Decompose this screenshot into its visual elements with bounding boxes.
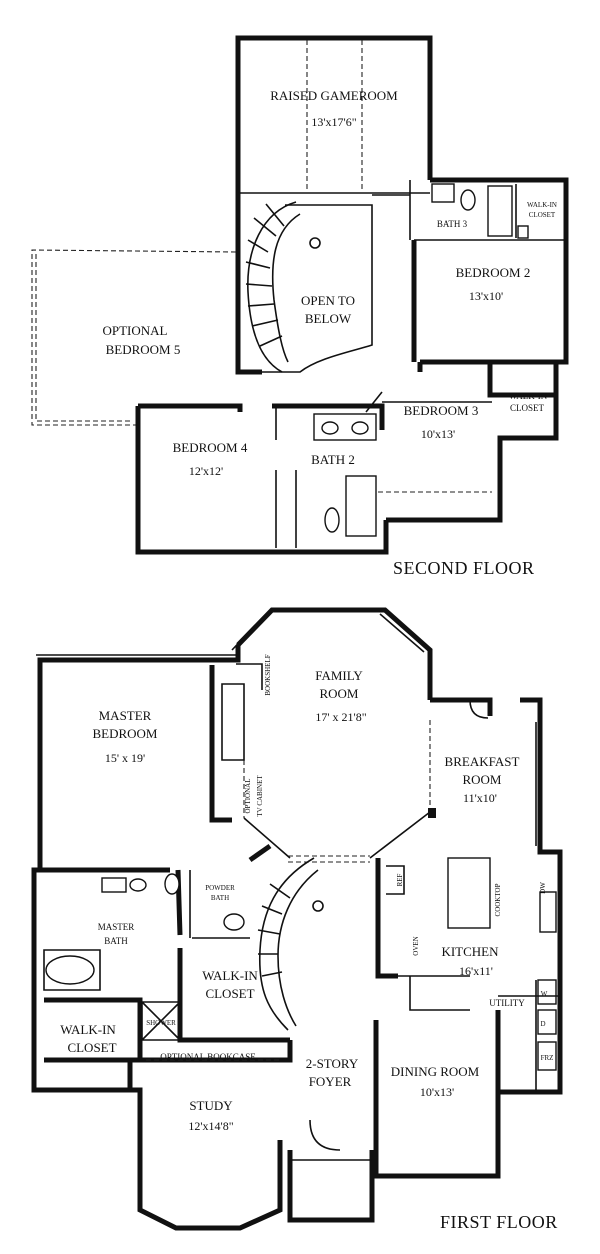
washer-label: W xyxy=(541,990,548,998)
study-dim: 12'x14'8" xyxy=(188,1119,233,1133)
tv-cabinet-label-2: TV CABINET xyxy=(256,775,264,817)
walkin-master-label-2: CLOSET xyxy=(205,986,254,1001)
family-room-label-2: ROOM xyxy=(319,686,358,701)
walkin-b3-label-2: CLOSET xyxy=(510,403,545,413)
second-floor-plan: RAISED GAMEROOM 13'x17'6" BATH 3 WALK-IN… xyxy=(31,35,569,578)
bedroom3-label: BEDROOM 3 xyxy=(404,403,479,418)
powder-label-2: BATH xyxy=(211,894,229,902)
shower-label: SHOWER xyxy=(146,1019,176,1027)
bookshelf-label: BOOKSHELF xyxy=(264,654,272,695)
walkin-upper-label-2: CLOSET xyxy=(529,211,556,219)
kitchen-label: KITCHEN xyxy=(441,944,499,959)
walkin-b3-label-1: WALK-IN xyxy=(509,391,548,401)
freezer-label: FRZ xyxy=(541,1054,554,1062)
gameroom-walls xyxy=(235,35,433,193)
first-floor-plan: FAMILY ROOM 17' x 21'8" BOOKSHELF MASTER… xyxy=(31,607,563,1232)
oven-label: OVEN xyxy=(412,936,420,955)
bath3-label: BATH 3 xyxy=(437,219,468,229)
ref-label: REF xyxy=(396,873,404,886)
cooktop-label: COOKTOP xyxy=(494,883,502,916)
foyer-label-2: FOYER xyxy=(309,1074,352,1089)
open-below-label-2: BELOW xyxy=(305,311,352,326)
gameroom-dim: 13'x17'6" xyxy=(311,115,356,129)
dining-dim: 10'x13' xyxy=(420,1085,454,1099)
walkin-lower-label-1: WALK-IN xyxy=(60,1022,116,1037)
dryer-label: D xyxy=(540,1020,545,1028)
study-label: STUDY xyxy=(189,1098,233,1113)
walkin-lower-label-2: CLOSET xyxy=(67,1040,116,1055)
foyer-label-1: 2-STORY xyxy=(306,1056,359,1071)
master-bath-label-2: BATH xyxy=(104,936,128,946)
family-room-label-1: FAMILY xyxy=(315,668,363,683)
bedroom2-dim: 13'x10' xyxy=(469,289,503,303)
breakfast-label-1: BREAKFAST xyxy=(445,754,520,769)
dining-label: DINING ROOM xyxy=(391,1064,480,1079)
master-bath-label-1: MASTER xyxy=(98,922,135,932)
second-floor-title: SECOND FLOOR xyxy=(393,558,535,578)
walkin-upper-label-1: WALK-IN xyxy=(527,201,557,209)
bedroom3-dim: 10'x13' xyxy=(421,427,455,441)
breakfast-label-2: ROOM xyxy=(462,772,501,787)
kitchen-dim: 16'x11' xyxy=(459,964,493,978)
master-bedroom-label-1: MASTER xyxy=(99,708,152,723)
family-room-dim: 17' x 21'8" xyxy=(315,710,366,724)
first-floor-title: FIRST FLOOR xyxy=(440,1212,558,1232)
bedroom4-label: BEDROOM 4 xyxy=(173,440,248,455)
gameroom-label: RAISED GAMEROOM xyxy=(270,88,398,103)
powder-label-1: POWDER xyxy=(205,884,235,892)
tv-cabinet-label-1: OPTIONAL xyxy=(244,779,252,814)
bedroom5-label-2: BEDROOM 5 xyxy=(106,342,181,357)
bedroom5-label-1: OPTIONAL xyxy=(103,323,168,338)
dw-label: DW xyxy=(539,882,547,894)
master-bedroom-label-2: BEDROOM xyxy=(92,726,157,741)
breakfast-dim: 11'x10' xyxy=(463,791,497,805)
open-below-label-1: OPEN TO xyxy=(301,293,355,308)
bedroom2-label: BEDROOM 2 xyxy=(456,265,531,280)
walkin-master-label-1: WALK-IN xyxy=(202,968,258,983)
bookcase-label: OPTIONAL BOOKCASE xyxy=(160,1052,256,1062)
master-bedroom-dim: 15' x 19' xyxy=(105,751,145,765)
bedroom4-dim: 12'x12' xyxy=(189,464,223,478)
bath2-label: BATH 2 xyxy=(311,452,355,467)
family-room-walls xyxy=(236,607,433,700)
optional-bedroom-5-outline xyxy=(31,249,237,426)
utility-label: UTILITY xyxy=(489,998,525,1008)
